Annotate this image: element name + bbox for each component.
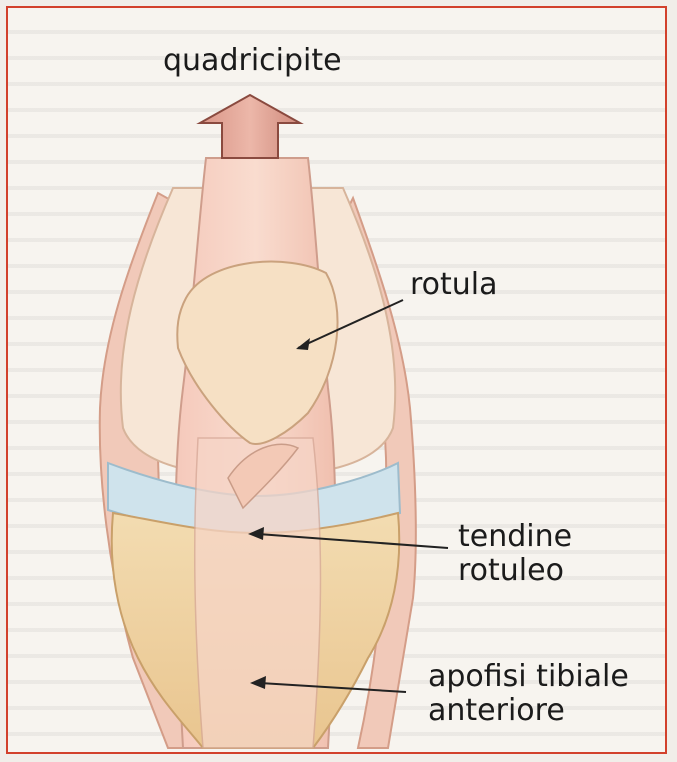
figure-frame: quadricipite rotula tendine rotuleo apof… [6, 6, 667, 754]
label-patella: rotula [410, 268, 498, 302]
knee-illustration [8, 8, 667, 754]
label-tibial-tuberosity-line2: anteriore [428, 694, 629, 728]
label-patellar-tendon-line2: rotuleo [458, 554, 572, 588]
label-tibial-tuberosity-line1: apofisi tibiale [428, 660, 629, 694]
label-tibial-tuberosity: apofisi tibiale anteriore [428, 660, 629, 727]
label-patellar-tendon: tendine rotuleo [458, 520, 572, 587]
label-patellar-tendon-line1: tendine [458, 520, 572, 554]
label-quadriceps: quadricipite [163, 44, 342, 78]
quadriceps-arrow [200, 95, 300, 158]
